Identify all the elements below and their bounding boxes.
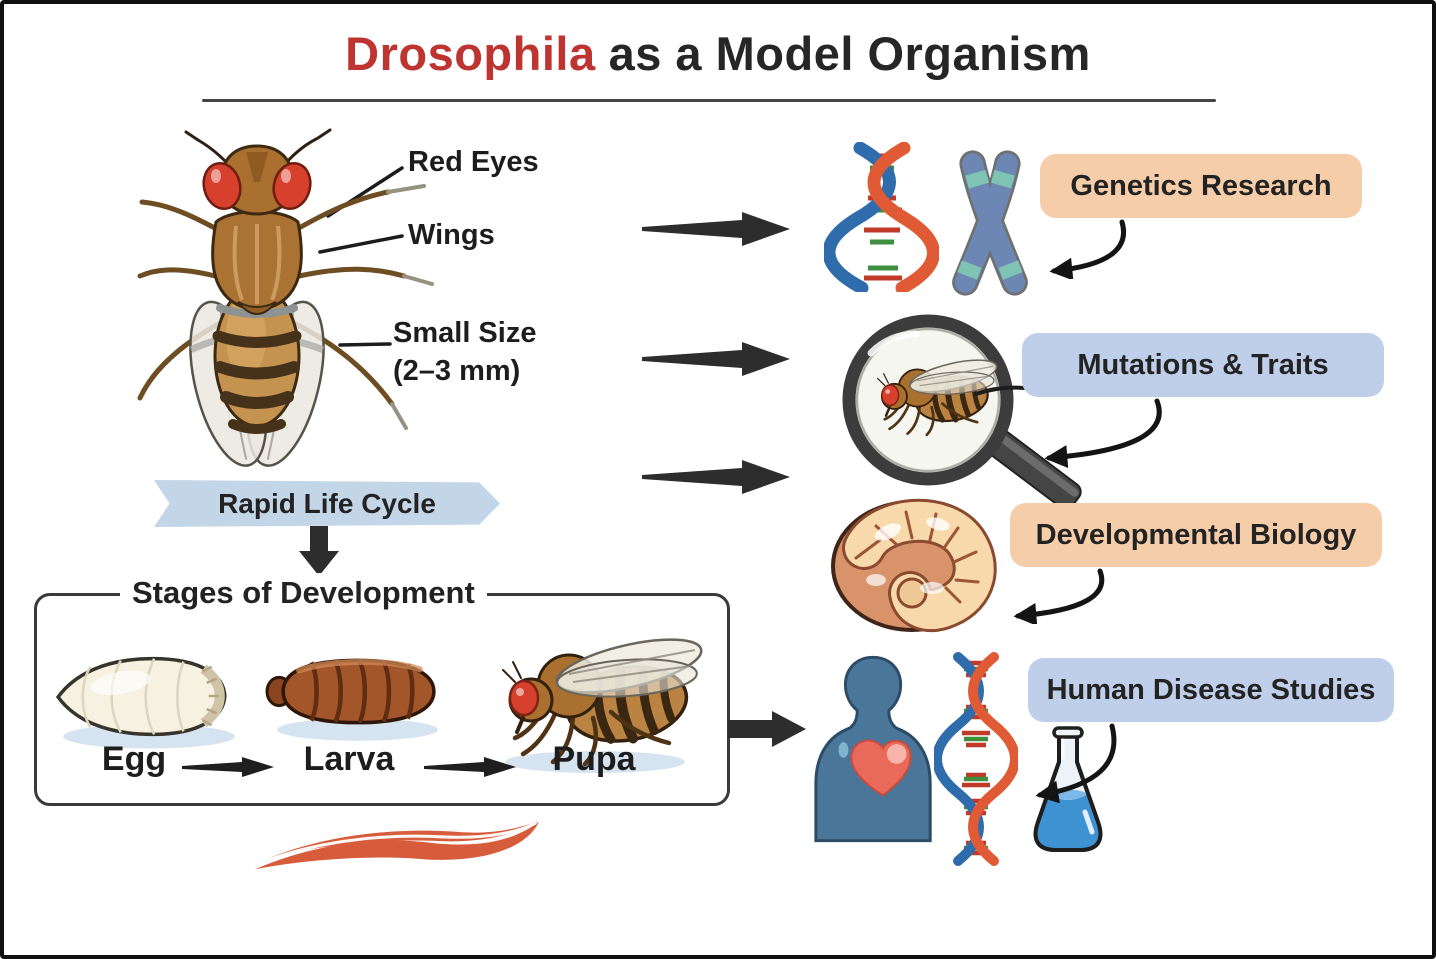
- curved-arrow-icon: [1035, 723, 1117, 803]
- red-swoosh-decoration: [255, 820, 539, 870]
- badge-human-disease-studies: Human Disease Studies: [1028, 658, 1394, 722]
- stage-arrow-icon: [424, 757, 516, 777]
- adult-fly-icon: [472, 616, 712, 773]
- stage-arrow-icon: [182, 757, 274, 777]
- label-pointer-lines: [318, 166, 404, 347]
- magnifier-fly-icon: [842, 314, 1082, 508]
- larva-icon: [265, 658, 438, 741]
- embryo-icon: [831, 498, 997, 632]
- dna-icon: [934, 652, 1018, 866]
- human-heart-icon: [814, 655, 932, 843]
- title-rest: as a Model Organism: [608, 27, 1091, 80]
- arrow-right-icon: [642, 460, 790, 494]
- curved-arrow-icon: [1044, 398, 1162, 468]
- stage-label-larva: Larva: [303, 740, 395, 778]
- title-emphasis: Drosophila: [345, 27, 596, 80]
- fruit-fly-illustration: [137, 128, 434, 467]
- badge-mutations-traits: Mutations & Traits: [1022, 333, 1384, 397]
- down-arrow-icon: [299, 526, 339, 576]
- rapid-life-cycle-banner: Rapid Life Cycle: [154, 480, 500, 527]
- fly-label-wings: Wings: [408, 219, 495, 251]
- curved-arrow-icon: [1049, 219, 1126, 279]
- egg-icon: [55, 656, 235, 749]
- arrow-right-icon: [642, 342, 790, 376]
- badge-developmental-biology: Developmental Biology: [1010, 503, 1382, 567]
- fly-label-red-eyes: Red Eyes: [408, 146, 539, 178]
- stage-label-egg: Egg: [101, 740, 167, 778]
- stage-label-pupa: Pupa: [552, 740, 636, 778]
- flask-icon: [1033, 726, 1103, 852]
- arrow-right-icon: [642, 212, 790, 246]
- stages-box-title: Stages of Development: [120, 573, 487, 613]
- connector-dash: [974, 385, 1026, 396]
- fly-label-small-size: Small Size (2–3 mm): [393, 317, 537, 387]
- curved-arrow-icon: [1013, 568, 1105, 624]
- dna-icon: [824, 142, 939, 292]
- chromosome-icon: [952, 150, 1028, 296]
- title-underline: [202, 99, 1216, 102]
- badge-genetics-research: Genetics Research: [1040, 154, 1362, 218]
- arrow-right-icon: [728, 711, 806, 747]
